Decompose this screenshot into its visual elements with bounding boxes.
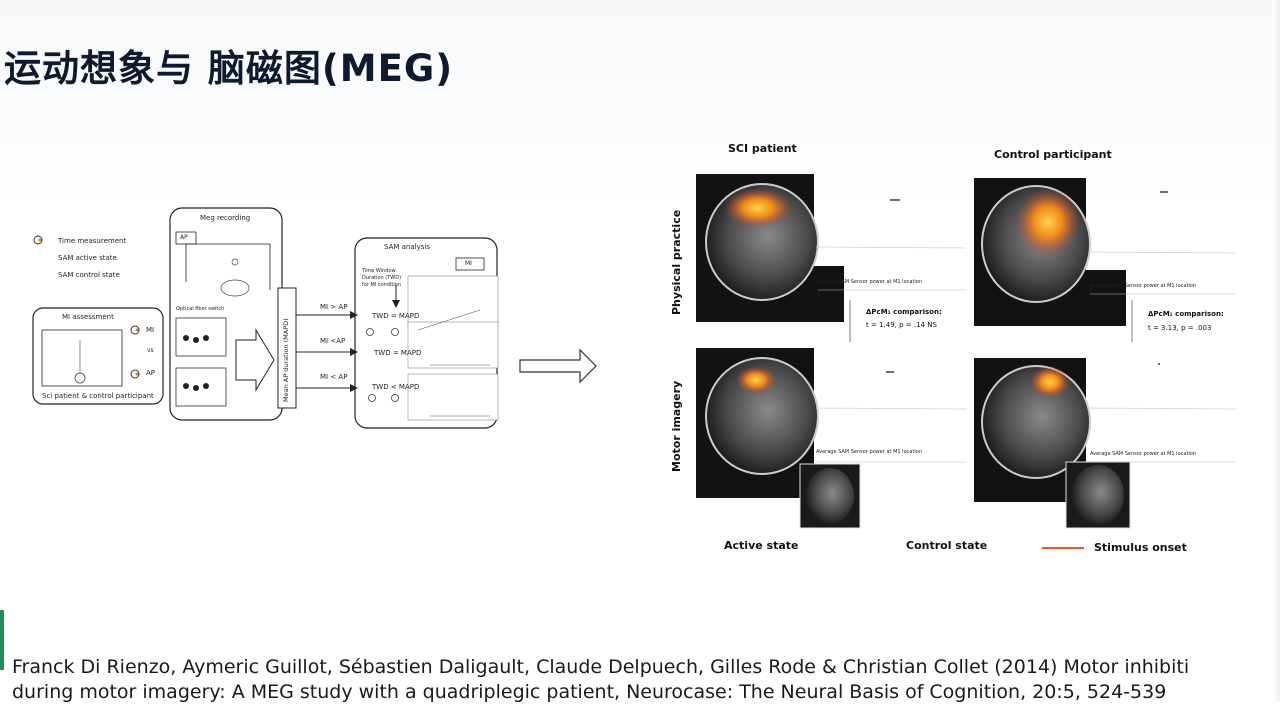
participants-label: Sci patient & control participant: [42, 392, 154, 400]
outcome-mi-lt-ap-mid: MI <AP: [320, 337, 346, 345]
sci-stat-value: t = 1.49, p = .14 NS: [866, 321, 937, 329]
outcome-mi-lt-ap: MI < AP: [320, 373, 348, 381]
sensor-caption-control-motor: Average SAM Sensor power at M1 location: [1090, 451, 1197, 457]
control-stat-title: ΔPcM₁ comparison:: [1148, 310, 1224, 318]
mapd-label: Mean AP duration (MAPD): [282, 318, 290, 402]
ap-label: AP: [146, 369, 156, 377]
outcome-mi-gt-ap: MI > AP: [320, 303, 348, 311]
slide-title: 运动想象与 脑磁图(MEG): [4, 47, 454, 90]
legend-sam-control: SAM control state: [58, 271, 120, 279]
sensor-caption-sci-motor: Average SAM Sensor power at M1 location: [816, 449, 923, 455]
control-state-label: Control state: [906, 539, 988, 552]
sci-stat-title: ΔPcM₁ comparison:: [866, 308, 942, 316]
twd-description: Time Window Duration (TWD) for MI condit…: [362, 268, 402, 288]
sensor-caption-sci-physical: Average SAM Sensor power at M1 location: [816, 279, 923, 285]
ap-box-label: AP: [180, 234, 188, 241]
flow-diagram-lines: [32, 207, 597, 429]
citation: Franck Di Rienzo, Aymeric Guillot, Sébas…: [12, 655, 1189, 705]
mi-assessment-label: MI assessment: [62, 313, 114, 321]
optical-switch-label: Optical fiber switch: [176, 306, 225, 312]
slide-right-edge: [1272, 0, 1280, 702]
legend-time-measurement: Time measurement: [58, 237, 127, 245]
twd-less-mapd: TWD < MAPD: [372, 383, 420, 391]
column-sci-patient: SCI patient: [728, 142, 797, 155]
mi-label: MI: [146, 326, 155, 334]
row-motor-imagery: Motor imagery: [670, 380, 683, 472]
accent-bar: [0, 610, 4, 670]
meg-recording-label: Meg recording: [200, 214, 251, 222]
stimulus-onset-label: Stimulus onset: [1094, 541, 1187, 554]
legend-sam-active: SAM active state: [58, 254, 117, 262]
twd-equal-mapd: TWD = MAPD: [372, 312, 420, 320]
mi-box-label: MI: [465, 260, 472, 267]
sensor-caption-control-physical: Average SAM Sensor power at M1 location: [1090, 283, 1197, 289]
active-state-label: Active state: [724, 539, 799, 552]
citation-line-1: Franck Di Rienzo, Aymeric Guillot, Sébas…: [12, 656, 1190, 678]
vs-label: vs: [147, 347, 154, 354]
sam-analysis-label: SAM analysis: [384, 243, 430, 251]
row-physical-practice: Physical practice: [670, 209, 683, 315]
brain-scans: [696, 174, 1237, 549]
citation-line-2: during motor imagery: A MEG study with a…: [12, 681, 1167, 703]
control-stat-value: t = 3.13, p = .003: [1148, 324, 1212, 332]
column-control-participant: Control participant: [994, 148, 1112, 161]
twd-equal-mapd-2: TWD = MAPD: [374, 349, 422, 357]
